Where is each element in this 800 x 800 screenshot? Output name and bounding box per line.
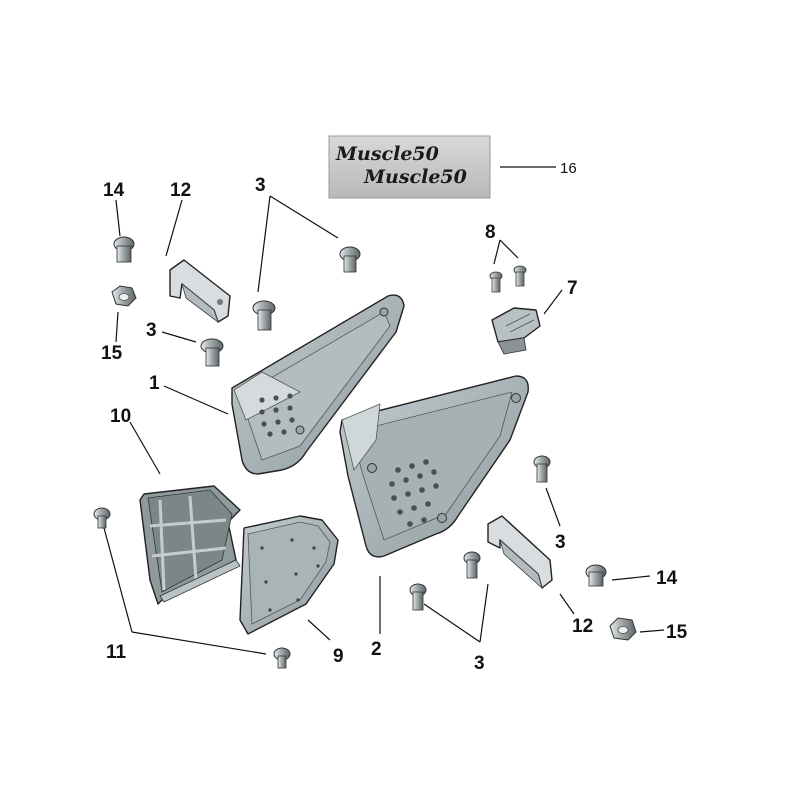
bolt-part-14-lower <box>585 564 607 587</box>
bolt-part-3-top-left <box>252 300 276 331</box>
callout-10: 10 <box>110 406 131 427</box>
bolt-part-3-top-right <box>339 246 361 273</box>
callout-9: 9 <box>333 646 344 667</box>
callout-3-left: 3 <box>146 320 157 341</box>
callout-11: 11 <box>106 642 127 663</box>
badge-text-2: Muscle50 <box>363 166 467 188</box>
callout-3-bottom: 3 <box>474 653 485 674</box>
bolt-part-3-left <box>200 338 224 367</box>
screw-part-8-a <box>489 271 503 293</box>
callout-16: 16 <box>560 160 577 177</box>
inner-liner-part-10 <box>139 485 241 605</box>
callout-3-right: 3 <box>555 532 566 553</box>
bolt-part-3-bottom-b <box>409 583 427 611</box>
callout-14-lower: 14 <box>656 568 678 589</box>
screw-part-11-left <box>93 507 111 529</box>
nut-part-15-lower <box>609 617 637 641</box>
callout-14-upper: 14 <box>103 180 125 201</box>
bracket-part-12-upper <box>169 259 231 324</box>
callout-labels: 14 12 3 3 15 1 10 11 9 2 3 3 12 14 15 8 … <box>101 160 688 674</box>
bolt-part-3-bottom-a <box>463 551 481 579</box>
inner-liner-part-9 <box>239 515 339 635</box>
bolt-part-3-right <box>533 455 551 483</box>
badge-emblem: Muscle50 Muscle50 <box>328 135 491 199</box>
clip-part-7 <box>491 307 541 355</box>
bolt-part-14-upper <box>113 236 135 263</box>
side-cover-right-part-2 <box>339 375 529 558</box>
leader-lines <box>103 166 665 655</box>
screw-part-8-b <box>513 265 527 287</box>
callout-15-upper: 15 <box>101 343 123 364</box>
side-cover-left-part-1 <box>231 294 405 475</box>
badge-text-1: Muscle50 <box>335 143 439 165</box>
callout-1: 1 <box>149 373 160 394</box>
callout-12-lower: 12 <box>572 616 593 637</box>
callout-2: 2 <box>371 639 382 660</box>
screw-part-11-right <box>273 647 291 669</box>
callout-7: 7 <box>567 278 578 299</box>
nut-part-15-upper <box>111 285 137 307</box>
callout-12-upper: 12 <box>170 180 191 201</box>
callout-3-top: 3 <box>255 175 266 196</box>
callout-15-lower: 15 <box>666 622 688 643</box>
bracket-part-12-lower <box>487 515 553 590</box>
callout-8: 8 <box>485 222 496 243</box>
